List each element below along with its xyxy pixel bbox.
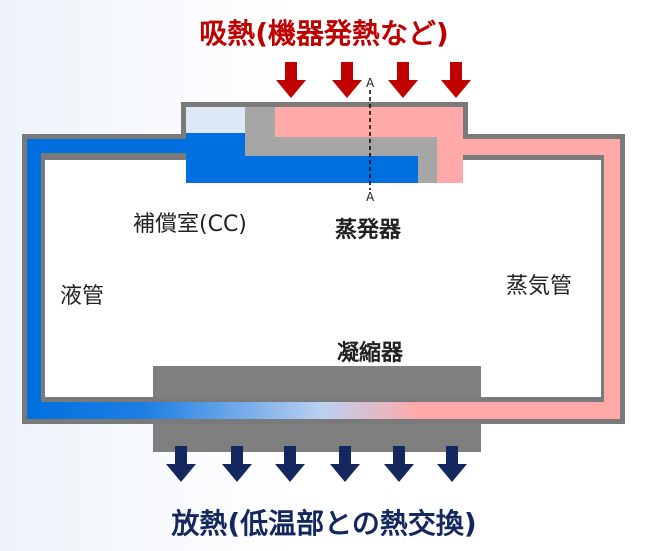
vapor-line-top	[456, 139, 620, 155]
section-mark-bottom: A	[366, 190, 375, 204]
vapor-line-right	[604, 139, 620, 419]
heat-in-arrow	[441, 62, 471, 98]
evaporator-vapor-right	[437, 107, 463, 183]
wick-left	[245, 107, 275, 137]
heat-rejection-title: 放熱(低温部との熱交換)	[171, 507, 477, 540]
section-mark-top: A	[366, 76, 375, 90]
vapor-line-label: 蒸気管	[506, 274, 573, 299]
liquid-line-top	[27, 139, 187, 153]
evaporator-label: 蒸発器	[335, 218, 402, 243]
heat-in-arrow	[388, 62, 418, 98]
liquid-line-left	[27, 139, 41, 419]
liquid-line-label: 液管	[60, 284, 105, 309]
evaporator-vapor-top	[275, 107, 463, 137]
compensation-chamber-vapor-space	[186, 107, 245, 133]
heat-in-arrow	[276, 62, 306, 98]
condenser-label: 凝縮器	[337, 341, 404, 366]
condenser-block-top	[153, 366, 481, 397]
compensation-chamber-label: 補償室(CC)	[133, 212, 247, 237]
heat-in-arrow	[332, 62, 362, 98]
loop-interior	[45, 160, 601, 397]
wick-top	[245, 137, 437, 156]
heat-absorption-title: 吸熱(機器発熱など)	[199, 17, 449, 50]
condenser-line	[27, 402, 620, 419]
wick-right	[418, 137, 437, 183]
